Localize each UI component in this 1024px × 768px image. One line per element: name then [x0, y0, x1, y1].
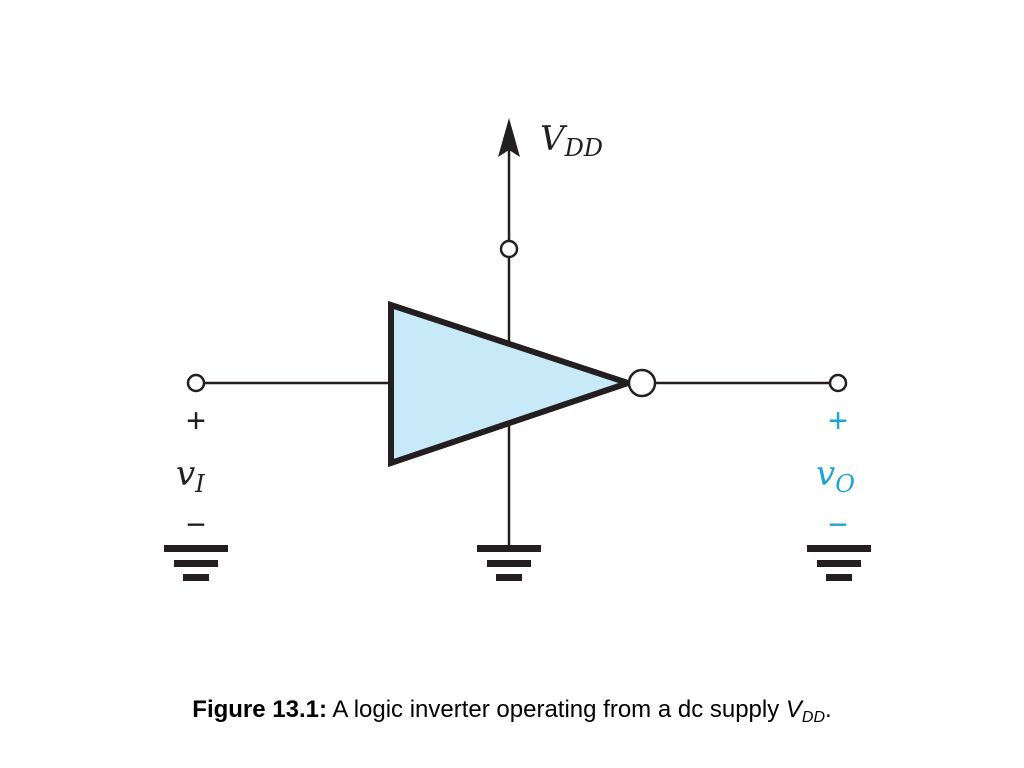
input-terminal: [186, 373, 206, 393]
input-ground-icon: [164, 545, 228, 581]
vdd-arrow-icon: [498, 118, 520, 157]
vdd-terminal: [499, 239, 519, 259]
output-minus-sign: −: [828, 506, 848, 544]
caption-var-sub: DD: [801, 709, 826, 726]
inverter-gate: [388, 300, 638, 468]
vdd-label-main: V: [540, 119, 568, 159]
output-voltage-symbol: v: [816, 454, 835, 494]
caption-label: Figure 13.1:: [192, 696, 327, 723]
input-voltage-sub: I: [194, 470, 205, 498]
input-minus-sign: −: [186, 506, 206, 544]
figure-caption: Figure 13.1: A logic inverter operating …: [0, 696, 1024, 727]
vdd-label: VDD: [540, 119, 603, 162]
gate-ground-icon: [477, 545, 541, 581]
vdd-label-sub: DD: [564, 134, 603, 162]
output-plus-sign: +: [828, 402, 848, 440]
input-voltage-symbol: v: [176, 454, 195, 494]
caption-end: .: [825, 696, 832, 723]
output-voltage-sub: O: [835, 470, 855, 498]
inverter-bubble: [627, 368, 657, 398]
input-plus-sign: +: [186, 402, 206, 440]
output-voltage-label: vO: [816, 454, 855, 498]
caption-var: V: [785, 696, 802, 723]
output-terminal: [828, 373, 848, 393]
caption-text: A logic inverter operating from a dc sup…: [327, 696, 786, 723]
output-ground-icon: [807, 545, 871, 581]
input-voltage-label: vI: [176, 454, 205, 498]
